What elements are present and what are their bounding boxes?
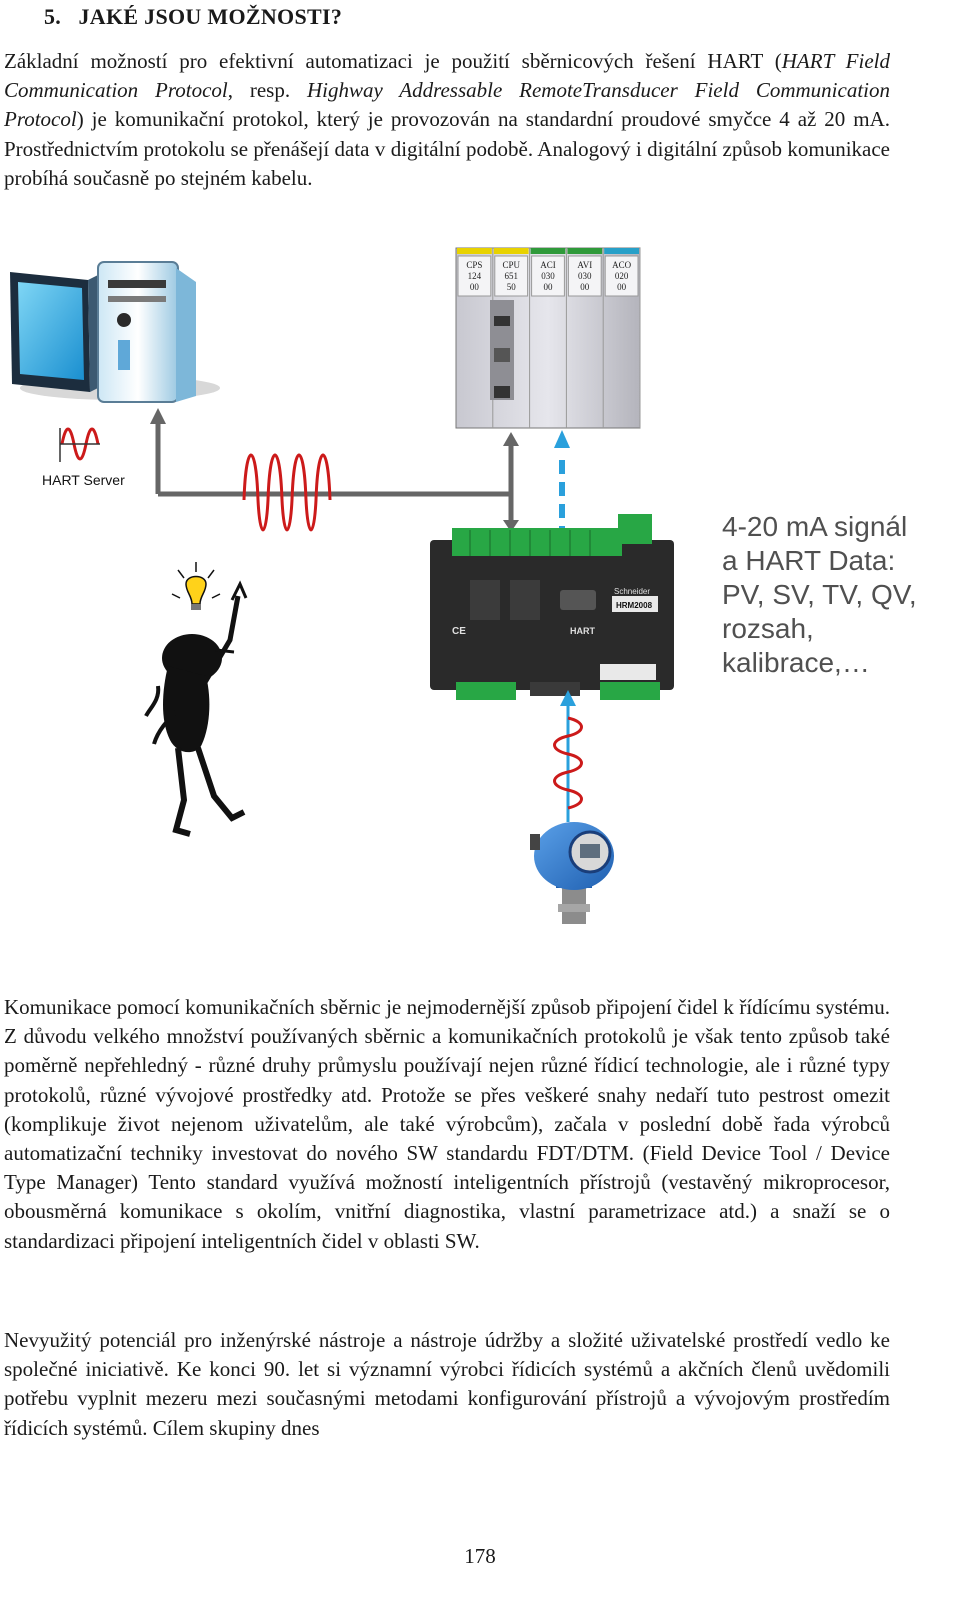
rack-module-label: 00 (580, 282, 590, 292)
rack-module-label: CPS (466, 260, 482, 270)
hart-diagram: CPS12400CPU65150ACI03000AVI03000ACO02000… (10, 247, 674, 924)
paragraph-hart-intro: Základní možností pro efektivní automati… (4, 47, 890, 193)
rack-module-label: 124 (468, 271, 482, 281)
hart-fcp-term: HART Field Communication Protocol (4, 49, 890, 103)
rack-module-label: CPU (502, 260, 520, 270)
intro-rest: ) je komunikační protokol, který je prov… (4, 107, 890, 190)
rack-module-label: 50 (507, 282, 517, 292)
hart-server-label: HART Server (42, 472, 125, 488)
mux-brand: Schneider (614, 587, 650, 596)
mux-ce-mark: CE (452, 626, 466, 637)
rack-module-label: 020 (615, 271, 629, 281)
stick-figure-idea-icon (144, 562, 248, 837)
rack-module-label: 030 (578, 271, 592, 281)
callout-line: rozsah, (722, 613, 814, 644)
rack-module-label: ACI (540, 260, 556, 270)
rack-module-label: ACO (612, 260, 632, 270)
hart-waveform-icon (59, 426, 100, 462)
callout-line: 4-20 mA signál (722, 511, 908, 542)
mux-rack-link (554, 430, 570, 532)
paragraph-initiative: Nevyužitý potenciál pro inženýrské nástr… (4, 1328, 890, 1440)
transmitter-cable (553, 690, 583, 822)
hart-long-name-term: Highway Addressable RemoteTransducer Fie… (4, 78, 890, 132)
rack-module-label: AVI (577, 260, 592, 270)
hart-cable (150, 408, 519, 532)
rack-module-label: 00 (617, 282, 627, 292)
rack-module-label: 00 (544, 282, 554, 292)
mux-hart-logo: HART (570, 626, 595, 636)
hart-multiplexer: Schneider HRM2008 HART CE (430, 514, 674, 700)
callout-line: kalibrace,… (722, 647, 870, 678)
mux-model: HRM2008 (616, 601, 653, 610)
callout-line: PV, SV, TV, QV, (722, 579, 917, 610)
hart-data-callout: 4-20 mA signál a HART Data: PV, SV, TV, … (722, 510, 917, 680)
computer-icon (10, 261, 220, 403)
paren-open: ( (774, 49, 782, 73)
callout-line: a HART Data: (722, 545, 896, 576)
pressure-transmitter-icon (530, 822, 614, 924)
rack-module-label: 651 (504, 271, 518, 281)
section-heading: 5. JAKÉ JSOU MOŽNOSTI? (44, 4, 343, 29)
resp-text: , resp. (227, 78, 307, 103)
page-number: 178 (464, 1544, 496, 1568)
paragraph-fdt-dtm: Komunikace pomocí komunikačních sběrnic … (4, 995, 890, 1253)
rack-module-label: 00 (470, 282, 480, 292)
rack-module-label: 030 (541, 271, 555, 281)
intro-line1: Základní možností pro efektivní automati… (4, 49, 763, 73)
